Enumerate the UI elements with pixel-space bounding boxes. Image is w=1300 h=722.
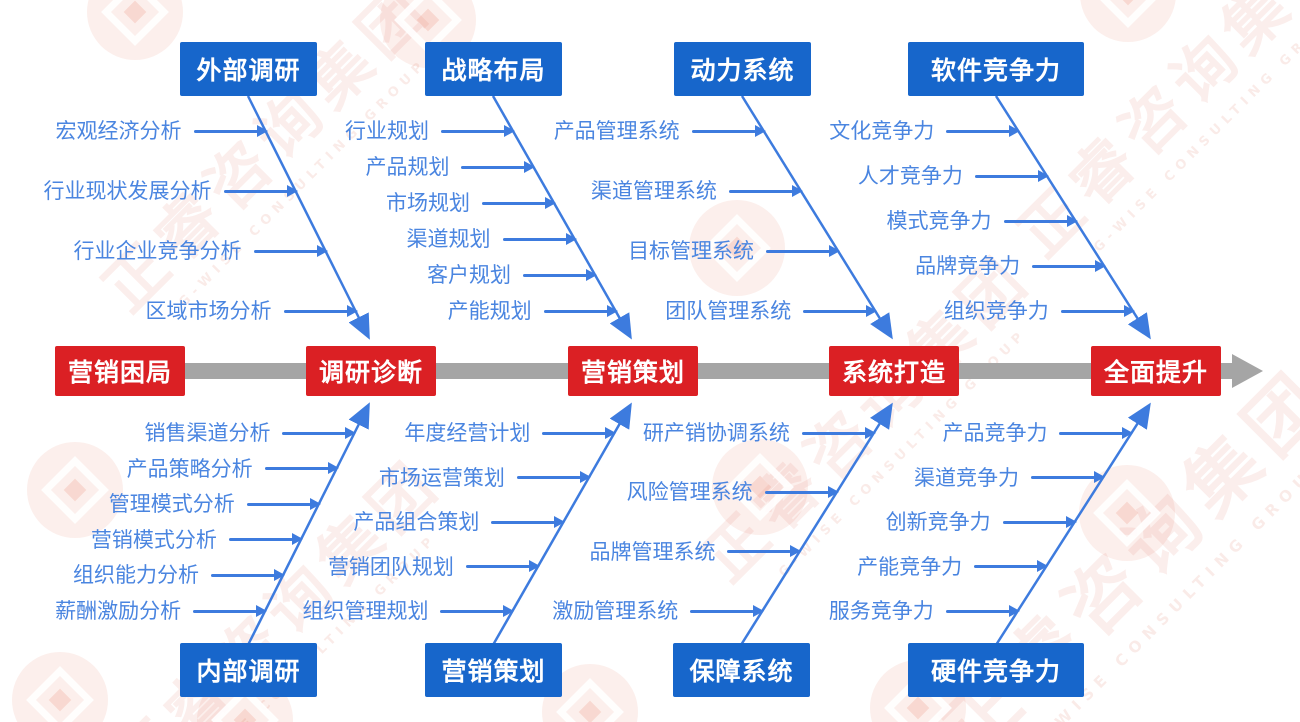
branch-box-top: 动力系统 bbox=[674, 42, 811, 96]
branch-diagonal-line bbox=[491, 402, 632, 646]
stage-box: 调研诊断 bbox=[306, 346, 436, 396]
stage-box: 营销困局 bbox=[55, 346, 185, 396]
branch-diagonal-line bbox=[739, 402, 893, 646]
branch-box-bottom: 硬件竞争力 bbox=[908, 643, 1084, 697]
branch-diagonal-line bbox=[246, 95, 370, 340]
branch-diagonal-line bbox=[740, 95, 893, 340]
branch-diagonal-line bbox=[246, 402, 370, 646]
spine-arrow-icon bbox=[1232, 354, 1263, 388]
branch-box-bottom: 内部调研 bbox=[180, 643, 317, 697]
stage-box: 全面提升 bbox=[1091, 346, 1221, 396]
branch-diagonal-line bbox=[994, 402, 1151, 646]
branch-box-bottom: 保障系统 bbox=[673, 643, 810, 697]
branch-diagonal-line bbox=[491, 95, 632, 340]
branch-box-top: 战略布局 bbox=[425, 42, 562, 96]
stage-box: 系统打造 bbox=[829, 346, 959, 396]
branch-box-top: 软件竞争力 bbox=[908, 42, 1084, 96]
branch-box-top: 外部调研 bbox=[180, 42, 317, 96]
branch-box-bottom: 营销策划 bbox=[425, 643, 562, 697]
branch-diagonal-line bbox=[994, 95, 1151, 340]
stage-box: 营销策划 bbox=[568, 346, 698, 396]
